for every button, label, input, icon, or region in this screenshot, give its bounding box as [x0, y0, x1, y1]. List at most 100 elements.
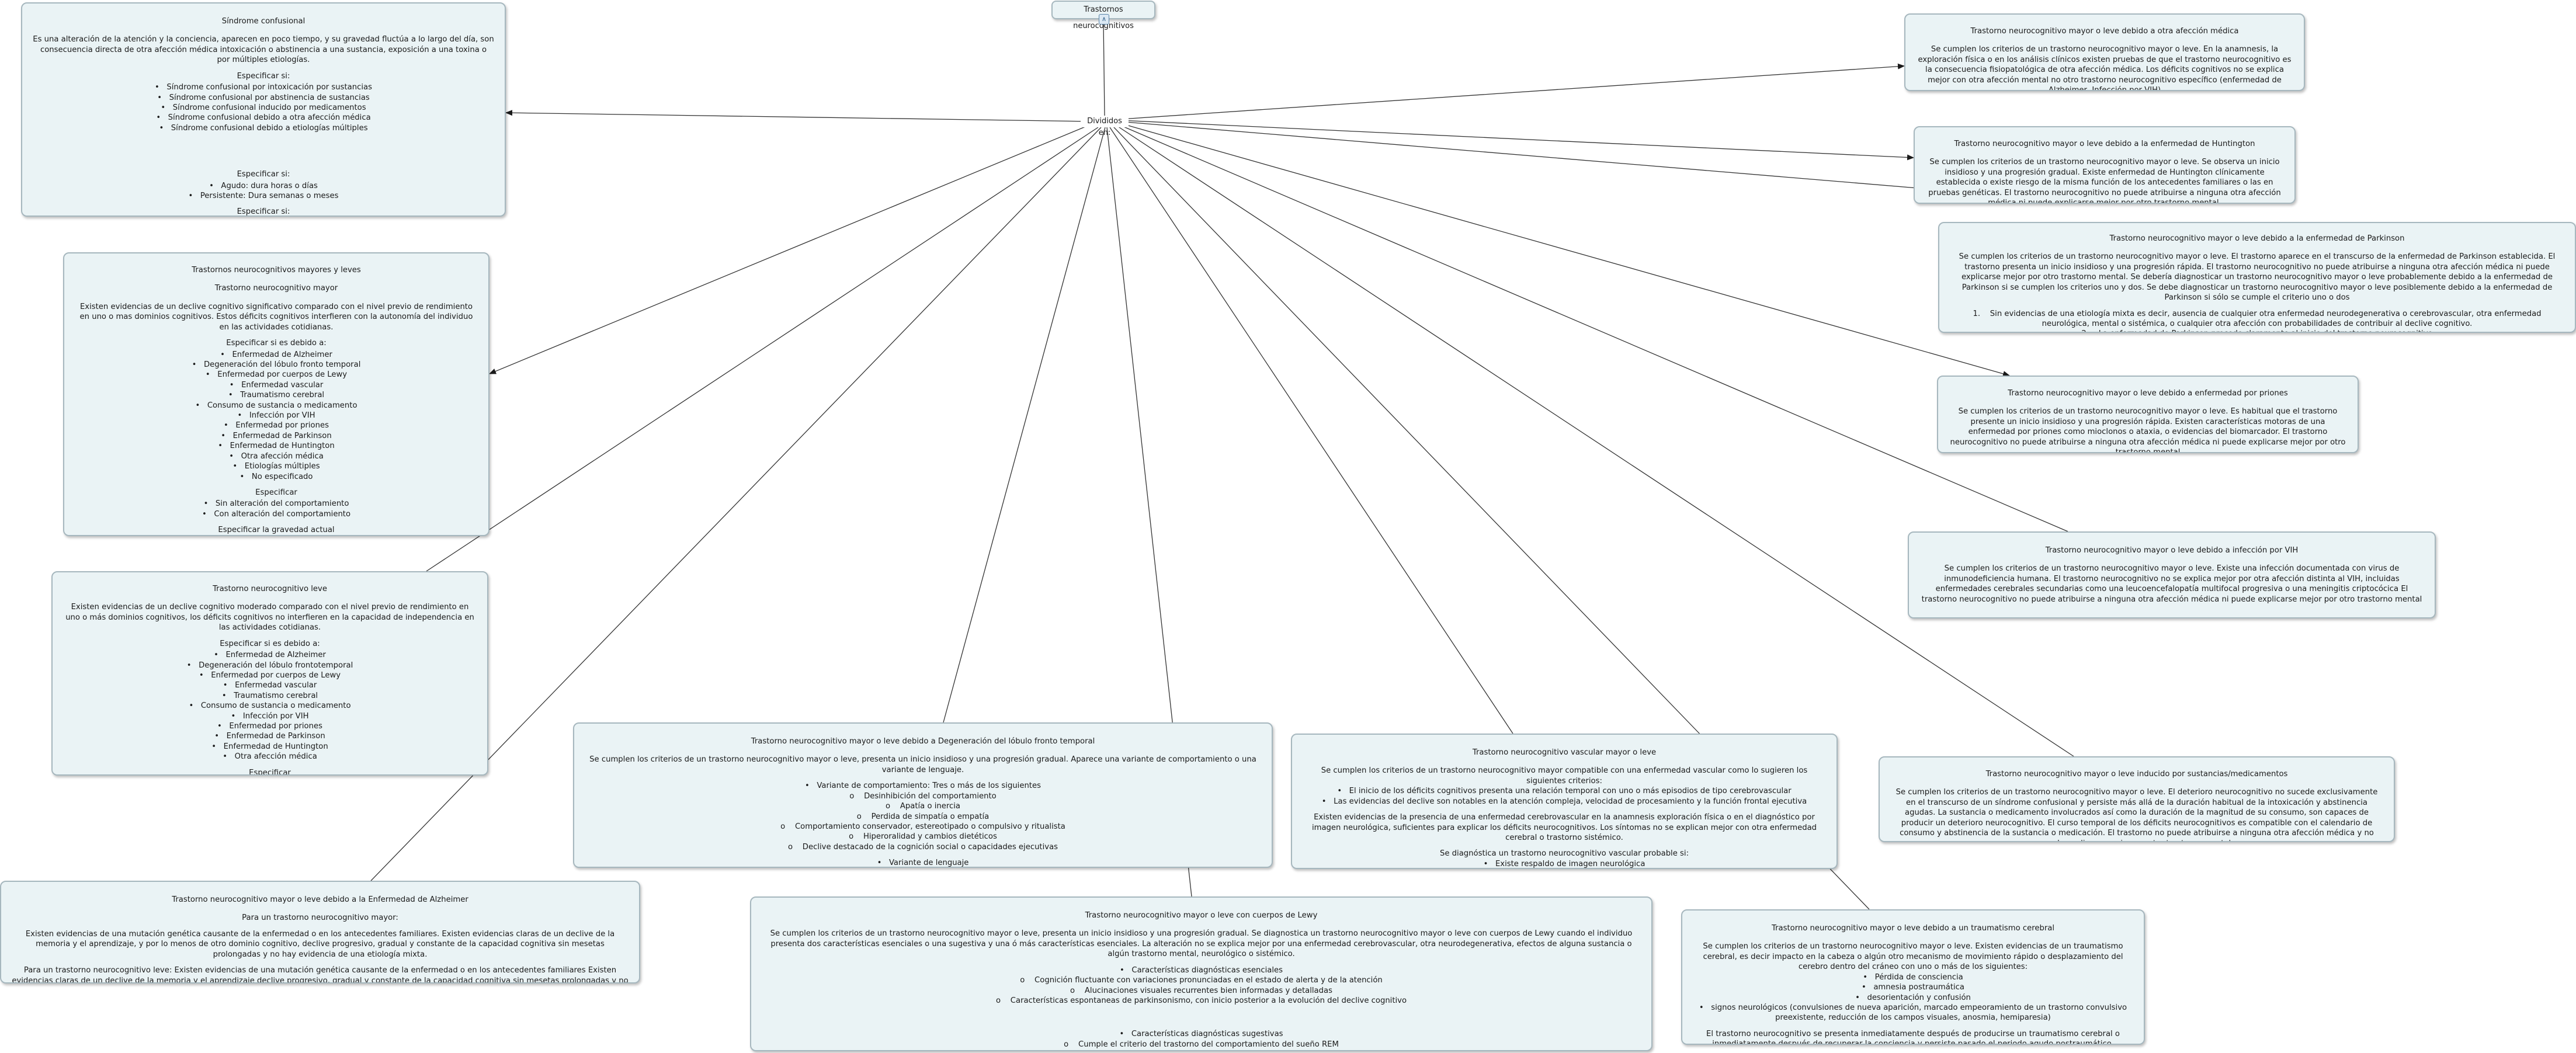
- node-traumatismo-cerebral[interactable]: Trastorno neurocognitivo mayor o leve de…: [1681, 909, 2145, 1045]
- list-item: Apatía o inercia: [585, 801, 1261, 811]
- criteria-list: Cognición fluctuante con variaciones pro…: [762, 975, 1641, 1006]
- root-label: Trastornos neurocognitivos: [1073, 5, 1134, 30]
- node-title: Trastorno neurocognitivo mayor o leve de…: [2109, 234, 2405, 243]
- list-item: amnesia postraumática: [1693, 982, 2133, 992]
- list-item: Perdida de simpatía o empatía: [585, 812, 1261, 822]
- feature-list: Características diagnósticas esenciales: [762, 965, 1641, 975]
- criteria-list: Desinhibición del comportamientoApatía o…: [585, 791, 1261, 853]
- node-text: Es una alteración de la atención y la co…: [33, 35, 494, 65]
- node-text: El trastorno neurocognitivo se presenta …: [1706, 1029, 2120, 1045]
- list-item: Enfermedad vascular: [63, 680, 477, 690]
- node-vih[interactable]: Trastorno neurocognitivo mayor o leve de…: [1908, 531, 2436, 618]
- connector-leve: [426, 127, 1099, 572]
- list-item: Enfermedad de Huntington: [75, 441, 478, 451]
- list-item: Cumple el criterio del trastorno del com…: [762, 1040, 1641, 1049]
- list-item: Infección por VIH: [63, 711, 477, 721]
- list-item: Síndrome confusional inducido por medica…: [33, 103, 494, 113]
- list-item: Degeneración del lóbulo fronto temporal: [75, 360, 478, 370]
- spec-list: Enfermedad de AlzheimerDegeneración del …: [63, 650, 477, 762]
- variant-list: Variante de lenguaje: [585, 858, 1261, 867]
- list-item: Enfermedad de Alzheimer: [63, 650, 477, 660]
- list-item: Infección por VIH: [75, 411, 478, 420]
- node-text: Para un trastorno neurocognitivo leve: E…: [12, 966, 629, 984]
- list-item: Consumo de sustancia o medicamento: [63, 701, 477, 711]
- criteria-list: Pérdida de conscienciaamnesia postraumát…: [1693, 972, 2133, 1023]
- node-title: Trastorno neurocognitivo mayor o leve de…: [751, 737, 1095, 746]
- node-title: Trastorno neurocognitivo vascular mayor …: [1472, 748, 1657, 757]
- spec-label: Especificar si:: [237, 71, 290, 81]
- list-item: Las evidencias del declive son notables …: [1303, 797, 1826, 807]
- list-item: Existe respaldo de imagen neurológica: [1303, 859, 1826, 868]
- node-title: Trastorno neurocognitivo mayor o leve de…: [1954, 140, 2255, 148]
- node-sindrome-confusional[interactable]: Síndrome confusional Es una alteración d…: [21, 2, 506, 217]
- node-otra-afeccion-medica[interactable]: Trastorno neurocognitivo mayor o leve de…: [1904, 13, 2305, 91]
- node-text: Se cumplen los criterios de un trastorno…: [1921, 564, 2422, 604]
- list-item: Características espontaneas de parkinson…: [762, 996, 1641, 1006]
- connector-vih: [1116, 123, 2068, 532]
- list-item: El inicio de los déficits cognitivos pre…: [1303, 786, 1826, 796]
- connector-parkinson: [1119, 121, 1939, 193]
- node-title: Trastorno neurocognitivo mayor o leve de…: [172, 895, 468, 904]
- node-title: Trastorno neurocognitivo mayor o leve de…: [2045, 546, 2299, 555]
- list-item: Síndrome confusional debido a otra afecc…: [33, 113, 494, 123]
- list-item: Traumatismo cerebral: [63, 691, 477, 701]
- node-alzheimer[interactable]: Trastorno neurocognitivo mayor o leve de…: [0, 881, 640, 984]
- list-item: Etiologías múltiples: [75, 461, 478, 471]
- node-vascular[interactable]: Trastorno neurocognitivo vascular mayor …: [1291, 734, 1838, 869]
- list-item: Desinhibición del comportamiento: [585, 791, 1261, 801]
- node-huntington[interactable]: Trastorno neurocognitivo mayor o leve de…: [1914, 126, 2296, 204]
- node-subtitle: Trastorno neurocognitivo mayor: [214, 284, 338, 293]
- node-trastornos-mayores-leves[interactable]: Trastornos neurocognitivos mayores y lev…: [63, 252, 489, 536]
- criteria-list: Cumple el criterio del trastorno del com…: [762, 1040, 1641, 1050]
- spec-label: Especificar si:: [237, 207, 290, 217]
- node-text: Se cumplen los criterios de un trastorno…: [1895, 788, 2378, 841]
- list-item: Características diagnósticas sugestivas: [762, 1029, 1641, 1039]
- spec-list: Sin alteración del comportamientoCon alt…: [75, 499, 478, 519]
- list-item: Síndrome confusional por abstinencia de …: [33, 93, 494, 103]
- list-item: La enfermedad de Parkinson precede clara…: [1950, 329, 2564, 332]
- node-title: Trastornos neurocognitivos mayores y lev…: [192, 266, 361, 274]
- collapse-toggle-icon[interactable]: ∧: [1099, 14, 1109, 25]
- node-text: Se diagnóstica un trastorno neurocogniti…: [1439, 849, 1689, 859]
- spec-list: Síndrome confusional por intoxicación po…: [33, 82, 494, 133]
- spec-label: Especificar si es debido a:: [226, 339, 327, 348]
- node-sustancias-medicamentos[interactable]: Trastorno neurocognitivo mayor o leve in…: [1879, 756, 2395, 842]
- feature-list: Características diagnósticas sugestivas: [762, 1029, 1641, 1039]
- root-node[interactable]: Trastornos neurocognitivos: [1051, 1, 1155, 30]
- list-item: Enfermedad por cuerpos de Lewy: [63, 670, 477, 680]
- node-title: Trastorno neurocognitivo mayor o leve de…: [2008, 389, 2288, 398]
- connector-frontotemporal: [943, 127, 1106, 723]
- list-item: Comportamiento conservador, estereotipad…: [585, 822, 1261, 832]
- list-item: Enfermedad de Parkinson: [63, 731, 477, 741]
- numbered-criteria-list: Sin evidencias de una etiología mixta es…: [1950, 309, 2564, 332]
- node-text: Se cumplen los criterios de un trastorno…: [1928, 158, 2281, 204]
- node-parkinson[interactable]: Trastorno neurocognitivo mayor o leve de…: [1938, 222, 2576, 333]
- connector-sindrome: [505, 110, 1093, 122]
- node-cuerpos-de-lewy[interactable]: Trastorno neurocognitivo mayor o leve co…: [750, 896, 1652, 1051]
- list-item: Otra afección médica: [75, 451, 478, 461]
- node-text: Existen evidencias de la presencia de un…: [1311, 813, 1817, 842]
- node-priones[interactable]: Trastorno neurocognitivo mayor o leve de…: [1937, 376, 2359, 453]
- list-item: Enfermedad por priones: [75, 420, 478, 430]
- connector-root-hub: [1103, 20, 1105, 116]
- node-text: Existen evidencias de una mutación genét…: [25, 929, 615, 959]
- spec-list: Enfermedad de AlzheimerDegeneración del …: [75, 350, 478, 482]
- node-text: Se cumplen los criterios de un trastorno…: [770, 929, 1633, 959]
- list-item: Enfermedad de Parkinson: [75, 431, 478, 441]
- node-frontotemporal[interactable]: Trastorno neurocognitivo mayor o leve de…: [573, 722, 1273, 868]
- list-item: Síndrome confusional por intoxicación po…: [33, 82, 494, 92]
- list-item: Persistente: Dura semanas o meses: [33, 191, 494, 201]
- criteria-list: El inicio de los déficits cognitivos pre…: [1303, 786, 1826, 807]
- node-trastorno-leve[interactable]: Trastorno neurocognitivo leve Existen ev…: [51, 571, 488, 776]
- list-item: Sensibilidad neuroepléptica leve: [762, 1049, 1641, 1050]
- list-item: Enfermedad por cuerpos de Lewy: [75, 370, 478, 380]
- connector-sustancias: [1115, 124, 2074, 757]
- list-item: Pérdida de consciencia: [1693, 972, 2133, 982]
- node-title: Trastorno neurocognitivo mayor o leve co…: [1085, 911, 1318, 920]
- variant-list: Variante de comportamiento: Tres o más d…: [585, 781, 1261, 791]
- hub-label: Divididos en:: [1081, 116, 1129, 137]
- list-item: Agudo: dura horas o días: [33, 181, 494, 191]
- node-text: Existen evidencias de un declive cogniti…: [65, 603, 474, 633]
- node-text: Se cumplen los criterios de un trastorno…: [1703, 942, 2123, 972]
